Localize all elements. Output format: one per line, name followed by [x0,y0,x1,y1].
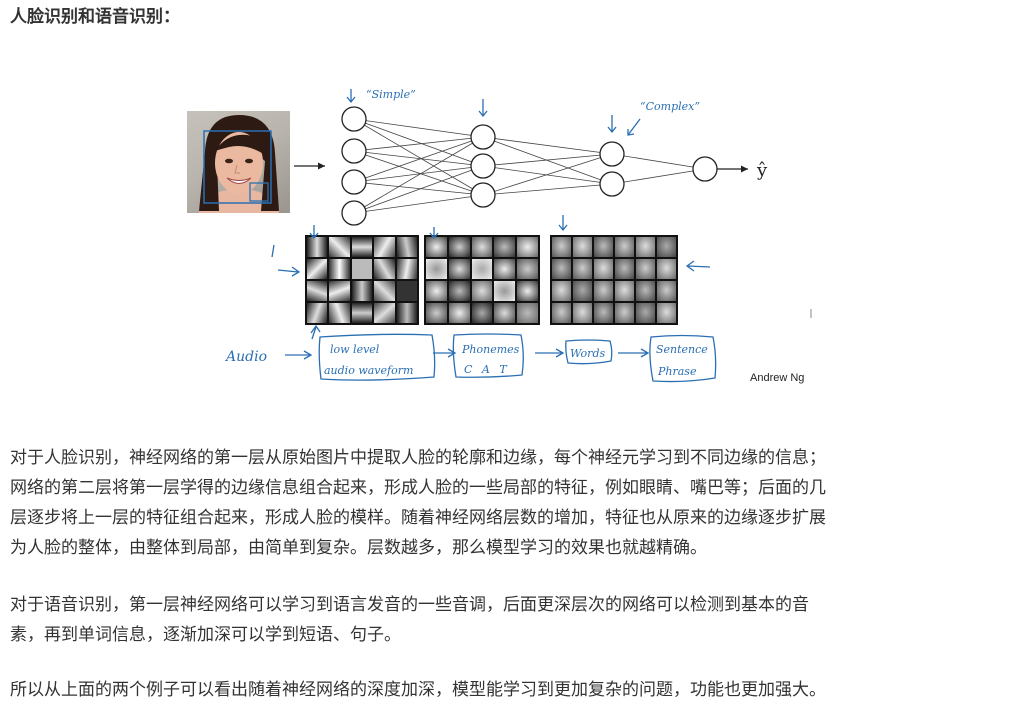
network-diagram: ŷ “Simple” “Complex” [224,88,812,384]
svg-text:“Simple”: “Simple” [366,88,416,101]
face-photo [187,111,290,213]
hand-annotations [271,89,717,383]
credit-label: Andrew Ng [750,372,804,384]
svg-text:Phrase: Phrase [657,365,697,378]
section-heading: 人脸识别和语音识别： [10,7,180,27]
svg-text:Audio: Audio [224,349,267,365]
svg-text:Sentence: Sentence [656,343,708,356]
connections [353,118,706,214]
svg-text:Phonemes: Phonemes [461,343,520,356]
svg-text:C A T: C A T [464,363,510,376]
svg-text:“Complex”: “Complex” [640,100,700,113]
speech-recognition-paragraph: 对于语音识别，第一层神经网络可以学习到语言发音的一些音调，后面更深层次的网络可以… [10,595,809,645]
network-nodes [341,106,718,226]
yhat-label: ŷ [756,160,768,181]
part-features-grid [424,235,540,325]
edge-features-grid [305,235,419,325]
svg-text:Words: Words [570,347,605,360]
svg-text:audio waveform: audio waveform [324,364,413,377]
svg-text:low level: low level [330,343,380,356]
face-recognition-paragraph: 对于人脸识别，神经网络的第一层从原始图片中提取人脸的轮廓和边缘，每个神经元学习到… [10,448,826,558]
face-features-grid [550,235,678,325]
conclusion-paragraph: 所以从上面的两个例子可以看出随着神经网络的深度加深，模型能学习到更加复杂的问题，… [10,680,826,700]
hand-labels: “Simple” “Complex” Audio low level audio… [224,88,708,378]
neural-network-figure: ŷ “Simple” “Complex” [170,85,820,390]
